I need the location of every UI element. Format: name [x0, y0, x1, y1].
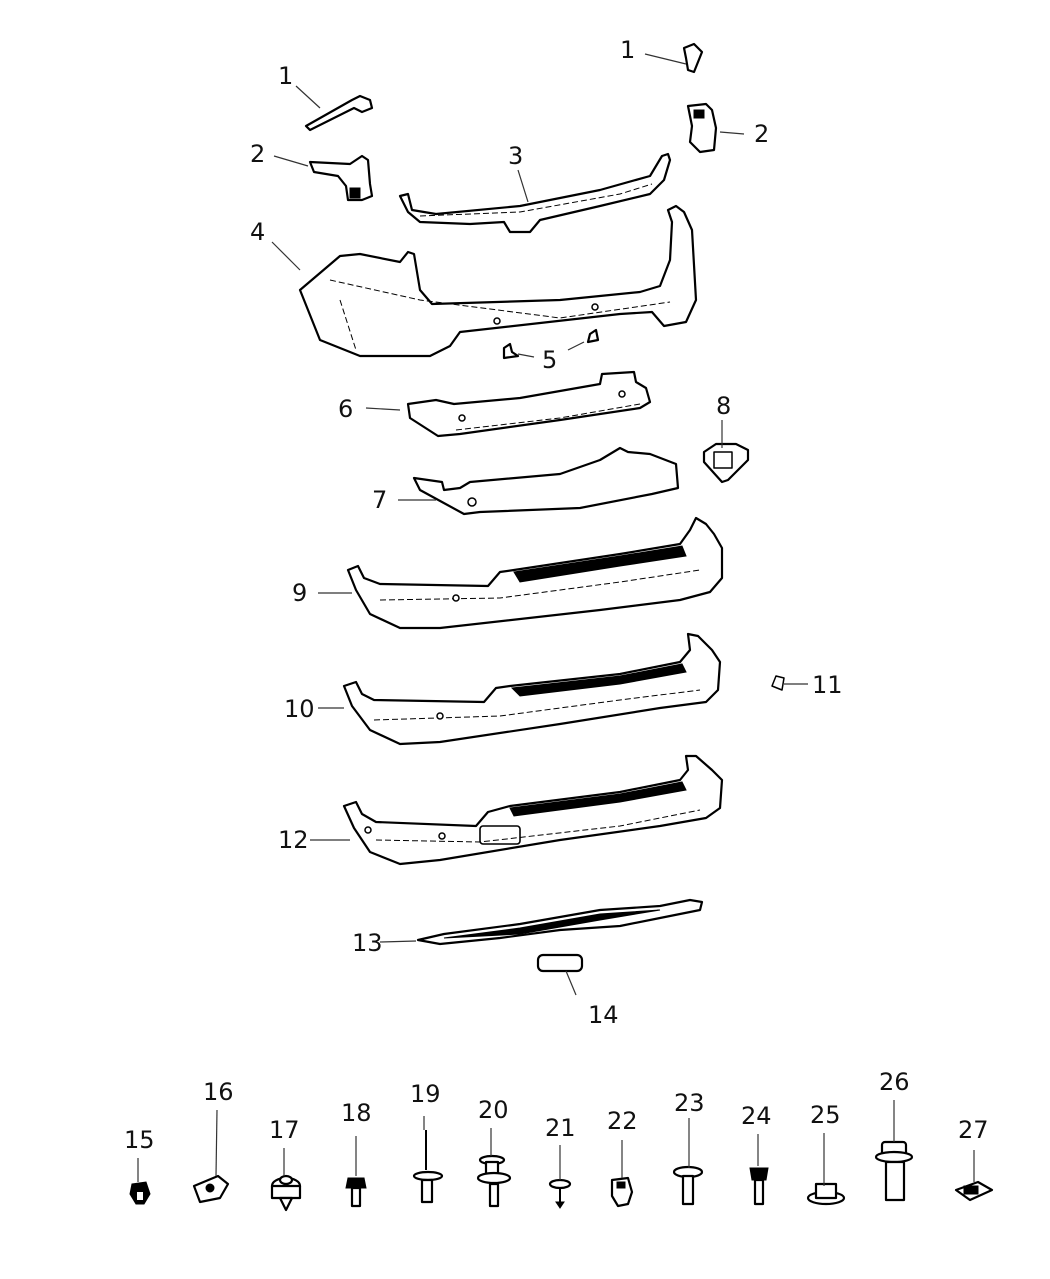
fastener-26 [874, 1100, 914, 1202]
callout-26: 26 [879, 1068, 910, 1096]
fastener-25 [806, 1133, 846, 1206]
callout-8: 8 [716, 392, 732, 420]
callout-18: 18 [341, 1099, 372, 1127]
fastener-27 [954, 1150, 994, 1202]
callout-13: 13 [352, 929, 383, 957]
part-13-skid-plate [379, 898, 704, 946]
part-6-impact-beam [365, 370, 652, 438]
callout-4: 4 [250, 218, 266, 246]
callout-27: 27 [958, 1116, 989, 1144]
fastener-21 [548, 1145, 572, 1209]
fastener-16 [192, 1109, 230, 1204]
callout-2-left: 2 [250, 140, 266, 168]
callout-15: 15 [124, 1126, 155, 1154]
fastener-22 [610, 1140, 634, 1208]
callout-12: 12 [278, 826, 309, 854]
part-8-plate [702, 420, 750, 484]
part-10-fascia [318, 632, 722, 746]
callout-20: 20 [478, 1096, 509, 1124]
part-4-fascia [271, 204, 698, 358]
fastener-23 [672, 1118, 704, 1206]
fastener-15 [129, 1158, 151, 1205]
fastener-24 [749, 1134, 769, 1206]
callout-24: 24 [741, 1102, 772, 1130]
callout-11: 11 [812, 671, 843, 699]
fastener-19 [412, 1116, 444, 1204]
part-7-lower-beam [398, 446, 680, 516]
callout-1-right: 1 [620, 36, 636, 64]
callout-21: 21 [545, 1114, 576, 1142]
callout-17: 17 [269, 1116, 300, 1144]
part-11-clip [771, 675, 808, 691]
callout-23: 23 [674, 1089, 705, 1117]
part-9-fascia [318, 516, 724, 630]
part-12-fascia [310, 754, 724, 866]
callout-14: 14 [588, 1001, 619, 1029]
part-1-right-clip [644, 42, 704, 74]
callout-5: 5 [542, 346, 558, 374]
callout-9: 9 [292, 579, 308, 607]
fastener-18 [345, 1136, 367, 1208]
callout-19: 19 [410, 1080, 441, 1108]
fastener-17 [270, 1148, 302, 1212]
part-2-right-bracket [686, 102, 745, 154]
callout-6: 6 [338, 395, 354, 423]
part-3-reinforcement [398, 152, 672, 234]
part-14-bezel [536, 953, 584, 996]
fastener-20 [476, 1128, 512, 1208]
callout-25: 25 [810, 1101, 841, 1129]
callout-7: 7 [372, 486, 388, 514]
callout-2-right: 2 [754, 120, 770, 148]
part-1-left-bracket [295, 85, 374, 132]
callout-16: 16 [203, 1078, 234, 1106]
callout-22: 22 [607, 1107, 638, 1135]
part-2-left-bracket [273, 154, 374, 202]
callout-10: 10 [284, 695, 315, 723]
callout-1-left: 1 [278, 62, 294, 90]
callout-3: 3 [508, 142, 524, 170]
part-5-clips [502, 328, 600, 360]
